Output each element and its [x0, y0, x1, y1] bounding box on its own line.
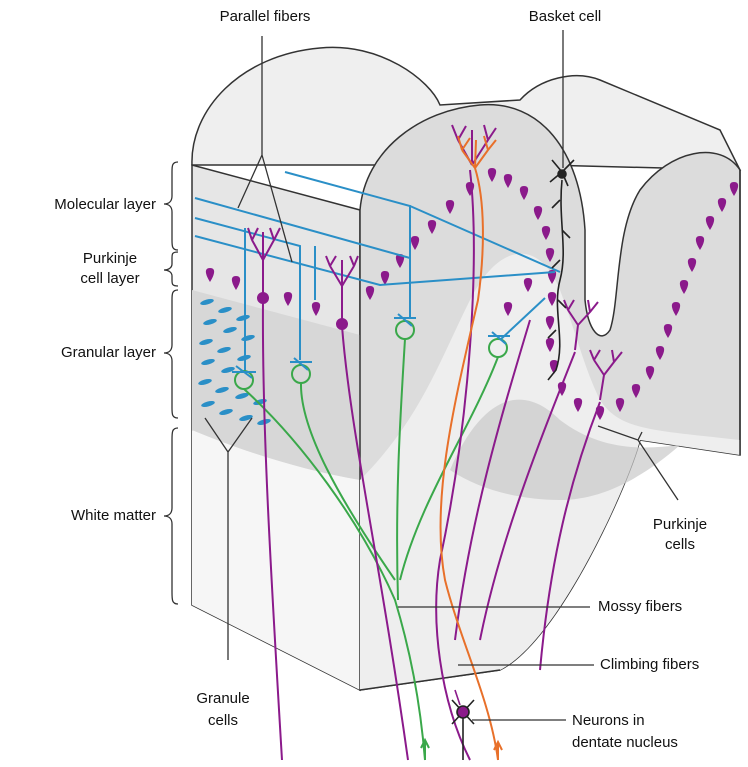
bracket-granular	[164, 290, 178, 418]
label-mossy-fibers: Mossy fibers	[598, 598, 682, 616]
mossy-fiber-arrow	[421, 740, 429, 760]
layer-brackets	[164, 162, 178, 604]
label-climbing-fibers: Climbing fibers	[600, 656, 699, 674]
bracket-white-matter	[164, 428, 178, 604]
label-granule-cells-line2: cells	[168, 712, 278, 730]
bracket-purkinje	[164, 252, 178, 286]
label-dentate-line1: Neurons in	[572, 712, 645, 730]
label-molecular-layer: Molecular layer	[0, 196, 156, 214]
label-white-matter: White matter	[0, 507, 156, 525]
label-purkinje-cells-line1: Purkinje	[630, 516, 730, 534]
label-dentate-line2: dentate nucleus	[572, 734, 678, 752]
label-purkinje-cell-layer-line1: Purkinje	[60, 250, 160, 268]
bracket-molecular	[164, 162, 178, 250]
label-granular-layer: Granular layer	[0, 344, 156, 362]
basket-cell-soma	[558, 170, 566, 178]
label-purkinje-cells-line2: cells	[630, 536, 730, 554]
label-purkinje-cell-layer-line2: cell layer	[60, 270, 160, 288]
label-parallel-fibers: Parallel fibers	[190, 8, 340, 26]
label-granule-cells-line1: Granule	[168, 690, 278, 708]
label-basket-cell: Basket cell	[505, 8, 625, 26]
